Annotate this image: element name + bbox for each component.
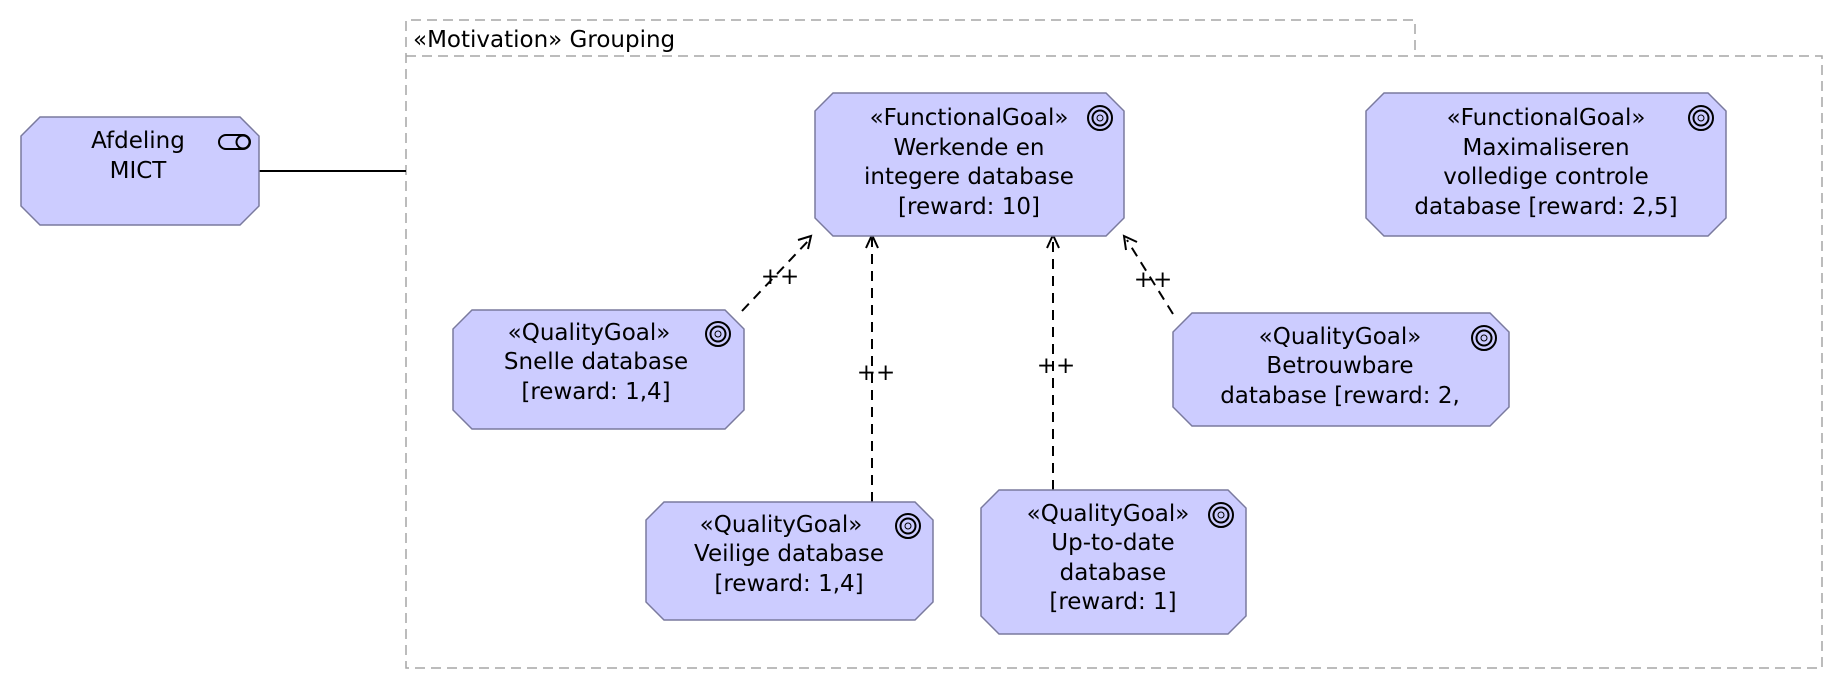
betrouwbare-line-2: database [reward: 2, bbox=[1220, 383, 1460, 409]
veilige-stereotype: «QualityGoal» bbox=[700, 512, 863, 538]
werkende-line-3: [reward: 10] bbox=[898, 194, 1040, 220]
goal-icon bbox=[895, 513, 921, 539]
snelle-stereotype: «QualityGoal» bbox=[508, 320, 671, 346]
afdeling-line-1: Afdeling bbox=[91, 128, 185, 154]
veilige-line-2: [reward: 1,4] bbox=[714, 571, 863, 597]
snelle-line-1: Snelle database bbox=[504, 349, 688, 375]
betrouwbare-stereotype: «QualityGoal» bbox=[1259, 324, 1422, 350]
grouping-label: «Motivation» Grouping bbox=[413, 27, 675, 53]
betrouwbare-line-1: Betrouwbare bbox=[1266, 353, 1413, 379]
motivation-grouping[interactable]: «Motivation» Grouping bbox=[405, 19, 1823, 669]
werkende-stereotype: «FunctionalGoal» bbox=[870, 105, 1069, 131]
influence-edge-uptodate[interactable]: ++ bbox=[1037, 232, 1076, 490]
snelle-line-2: [reward: 1,4] bbox=[521, 379, 670, 405]
quality-goal-veilige[interactable]: «QualityGoal» Veilige database [reward: … bbox=[645, 501, 934, 621]
quality-goal-uptodate[interactable]: «QualityGoal» Up-to-date database [rewar… bbox=[980, 489, 1247, 635]
goal-icon bbox=[1087, 105, 1113, 131]
influence-edge-snelle[interactable]: ++ bbox=[741, 234, 813, 312]
afdeling-mict-node[interactable]: Afdeling MICT bbox=[20, 116, 260, 226]
influence-edge-veilige[interactable]: ++ bbox=[857, 232, 896, 502]
goal-icon bbox=[1688, 105, 1714, 131]
goal-icon bbox=[705, 321, 731, 347]
edge-label-snelle: ++ bbox=[761, 264, 800, 290]
quality-goal-snelle[interactable]: «QualityGoal» Snelle database [reward: 1… bbox=[452, 309, 745, 430]
functional-goal-maximaliseren[interactable]: «FunctionalGoal» Maximaliseren volledige… bbox=[1365, 92, 1727, 237]
afdeling-line-2: MICT bbox=[110, 158, 168, 184]
maximaliseren-line-2: volledige controle bbox=[1443, 164, 1649, 190]
edge-label-uptodate: ++ bbox=[1037, 353, 1076, 379]
edge-label-betrouwbare: ++ bbox=[1134, 267, 1173, 293]
werkende-line-2: integere database bbox=[864, 164, 1074, 190]
service-toggle-knob bbox=[235, 134, 251, 150]
goal-icon bbox=[1471, 325, 1497, 351]
edge-label-veilige: ++ bbox=[857, 360, 896, 386]
uptodate-line-1: Up-to-date bbox=[1051, 530, 1174, 556]
maximaliseren-line-3: database [reward: 2,5] bbox=[1414, 194, 1677, 220]
maximaliseren-stereotype: «FunctionalGoal» bbox=[1447, 105, 1646, 131]
quality-goal-betrouwbare[interactable]: «QualityGoal» Betrouwbare database [rewa… bbox=[1172, 312, 1510, 427]
goal-icon bbox=[1208, 502, 1234, 528]
uptodate-line-3: [reward: 1] bbox=[1049, 589, 1176, 615]
influence-edge-betrouwbare[interactable]: ++ bbox=[1122, 234, 1174, 315]
maximaliseren-line-1: Maximaliseren bbox=[1462, 135, 1629, 161]
werkende-line-1: Werkende en bbox=[893, 135, 1044, 161]
functional-goal-werkende[interactable]: «FunctionalGoal» Werkende en integere da… bbox=[814, 92, 1125, 237]
uptodate-line-2: database bbox=[1060, 560, 1167, 586]
uptodate-stereotype: «QualityGoal» bbox=[1027, 501, 1190, 527]
veilige-line-1: Veilige database bbox=[694, 541, 884, 567]
